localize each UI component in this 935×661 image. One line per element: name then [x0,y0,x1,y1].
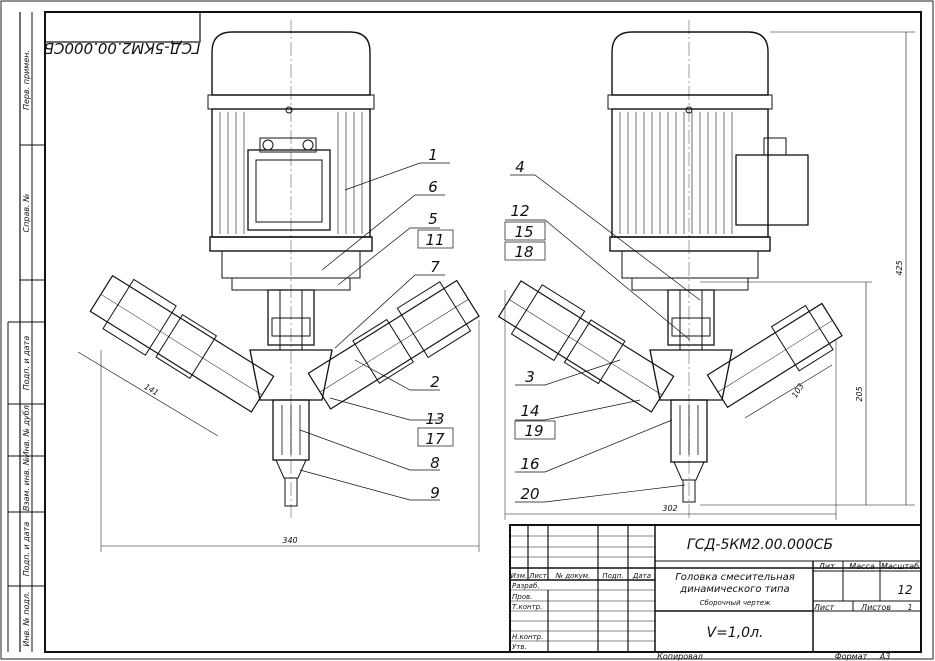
footer-format-label: Формат [835,652,868,661]
callout-17: 17 [425,430,445,448]
tb-sheets-value: 1 [907,603,912,612]
left-side-strip [7,12,45,652]
tb-row-prov: Пров. [512,593,532,601]
tb-row-nkontr: Н.контр. [512,633,543,641]
strip-label-podp-data-2: Подп. и дата [22,522,31,577]
callout-14: 14 [520,402,539,420]
callout-1: 1 [428,146,438,164]
tb-col-list: Лист [528,572,548,580]
right-view [497,20,915,520]
tb-row-utv: Утв. [512,643,527,651]
callout-5: 5 [428,210,438,228]
tb-scale-value: 12 [897,583,912,597]
callout-20: 20 [520,485,539,503]
dim-141: 141 [142,382,160,398]
callout-9: 9 [430,484,440,502]
tb-scale-header: Масштаб [881,562,919,571]
strip-label-podp-data-1: Подп. и дата [22,336,31,391]
callout-12: 12 [510,202,529,220]
tb-row-tkontr: Т.контр. [512,603,542,611]
dim-103: 103 [790,382,806,400]
dim-205: 205 [855,386,864,401]
dim-340: 340 [282,536,297,545]
strip-label-vzam-inv: Взам. инв. № [22,457,31,511]
tb-sheet-label: Лист [813,603,835,612]
tb-lit-header: Лит. [818,562,837,571]
left-leaders [299,162,454,501]
dim-425: 425 [895,260,904,275]
callout-19: 19 [524,422,543,440]
tb-name-line2: динамического типа [679,584,789,595]
tb-designation: ГСД-5КМ2.00.000СБ [687,537,833,553]
tb-sheets-label: Листов [860,603,891,612]
mirror-designation: ГСД-5КМ2.00.000СБ [44,39,201,57]
tb-mass-header: Масса [849,562,875,571]
callout-13: 13 [425,410,444,428]
left-view [77,20,480,552]
callout-8: 8 [430,454,440,472]
title-block [509,524,922,653]
strip-label-inv-dubl: Инв. № дубл. [22,403,31,458]
dim-302: 302 [662,504,677,513]
inner-frame [44,11,922,653]
callout-16: 16 [520,455,539,473]
tb-col-docum: № докум. [555,572,591,580]
callout-4: 4 [515,158,525,176]
tb-row-razrab: Разраб. [512,582,540,590]
callout-3: 3 [525,368,535,386]
footer-format-value: А3 [879,652,891,661]
callout-18: 18 [514,243,533,261]
right-leaders [504,174,701,503]
tb-col-data: Дата [632,572,651,580]
footer-copied: Копировал [657,652,703,661]
tb-col-izm: Изм. [511,572,527,580]
tb-name-line1: Головка смесительная [675,572,795,583]
callout-6: 6 [428,178,438,196]
strip-label-sprav: Справ. № [22,194,31,233]
strip-label-perv-primen: Перв. примен. [22,50,31,110]
tb-col-podp: Подп. [602,572,623,580]
mirror-designation-box [44,11,201,43]
callout-7: 7 [430,258,440,276]
callout-15: 15 [514,223,533,241]
strip-label-inv-podl: Инв. № подл. [22,591,31,646]
tb-doc-type: Сборочный чертеж [700,599,771,607]
tb-volume: V=1,0л. [707,625,764,641]
callout-2: 2 [430,373,440,391]
callout-11: 11 [425,231,444,249]
